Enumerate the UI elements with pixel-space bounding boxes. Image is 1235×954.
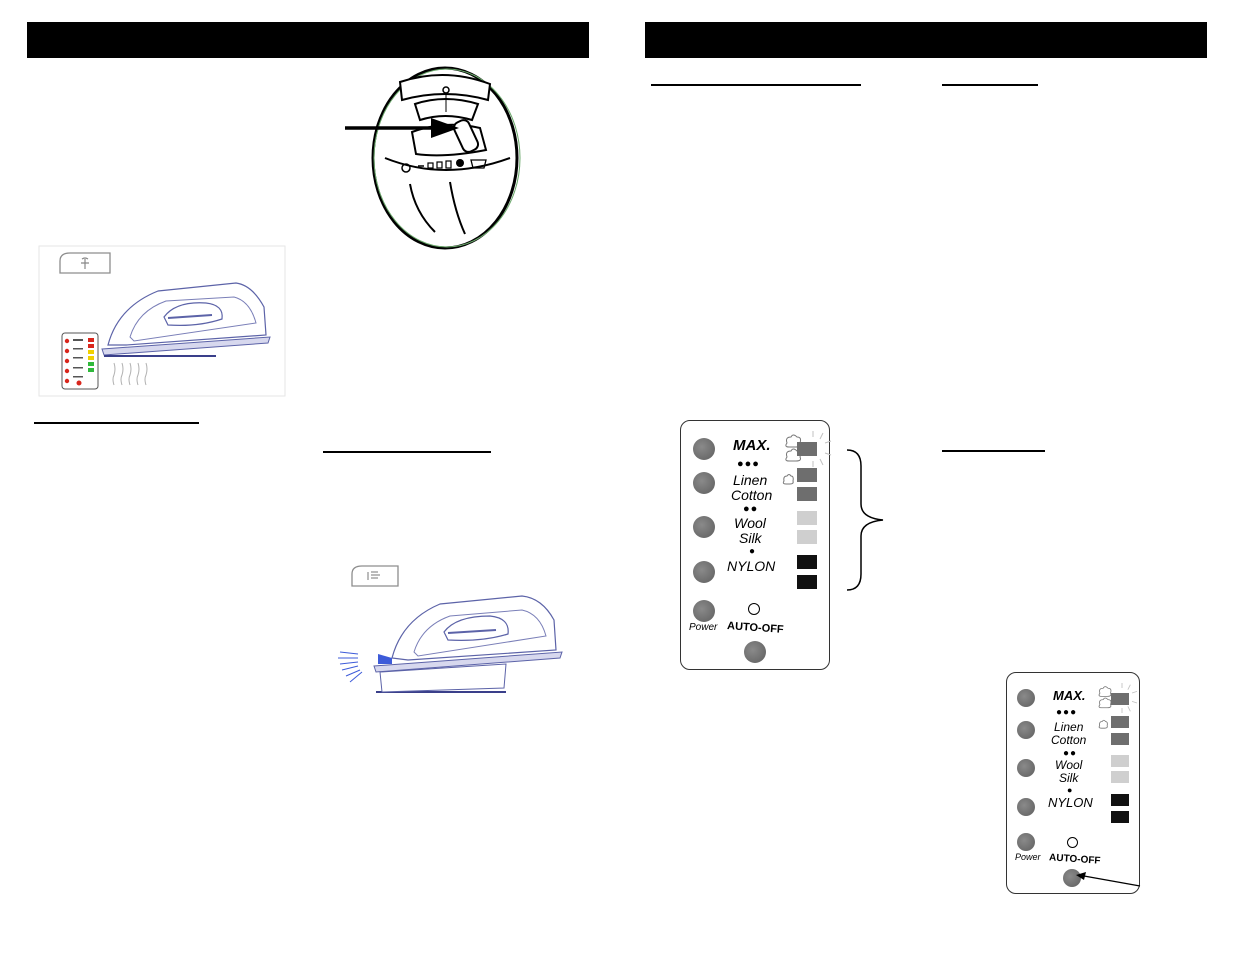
auto-off-label: AUTO-OFF xyxy=(1048,852,1101,867)
nylon-dot: ● xyxy=(749,546,756,557)
section-rule xyxy=(34,422,199,424)
section-rule xyxy=(651,84,861,86)
temperature-button-linen-cotton[interactable] xyxy=(1017,721,1035,739)
indicator-nylon-2 xyxy=(797,575,817,589)
steam-cloud-icon xyxy=(785,434,802,462)
steam-cloud-icon xyxy=(1098,719,1108,729)
temperature-control-panel-large: MAX. ●●● Linen Cotton ●● Wool Silk ● NYL… xyxy=(680,420,832,670)
indicator-wool xyxy=(797,511,817,525)
indicator-linen xyxy=(1111,716,1129,728)
auto-off-button[interactable] xyxy=(744,641,766,663)
auto-off-pointer-arrow xyxy=(1076,872,1141,887)
temperature-button-nylon[interactable] xyxy=(693,561,715,583)
wool-label: Wool xyxy=(734,515,766,531)
section-rule xyxy=(942,84,1038,86)
indicator-silk xyxy=(797,530,817,544)
linen-dots: ●●● xyxy=(1056,707,1078,718)
nylon-label: NYLON xyxy=(727,558,776,574)
power-button[interactable] xyxy=(693,600,715,622)
temperature-button-linen-cotton[interactable] xyxy=(693,472,715,494)
indicator-glow-rays xyxy=(1121,683,1138,713)
indicator-cotton xyxy=(797,487,817,501)
spray-mist-icon xyxy=(367,571,380,580)
indicator-glow-rays xyxy=(812,431,832,467)
indicator-bracket xyxy=(846,449,884,591)
max-label: MAX. xyxy=(1053,688,1086,703)
indicator-wool xyxy=(1111,755,1129,767)
linen-label: Linen xyxy=(733,472,768,488)
auto-off-led xyxy=(1067,837,1078,848)
section-rule xyxy=(323,451,491,453)
wool-dots: ●● xyxy=(743,503,759,515)
nylon-label: NYLON xyxy=(1048,795,1093,810)
auto-off-button[interactable] xyxy=(1063,869,1081,887)
temperature-button-max[interactable] xyxy=(1017,689,1035,707)
temperature-button-nylon[interactable] xyxy=(1017,798,1035,816)
steam-cloud-icon xyxy=(782,474,794,485)
section-rule xyxy=(942,450,1045,452)
right-header-bar xyxy=(645,22,1207,58)
cotton-label: Cotton xyxy=(731,487,773,503)
temperature-button-wool-silk[interactable] xyxy=(693,516,715,538)
auto-off-led xyxy=(748,603,760,615)
linen-dots: ●●● xyxy=(737,458,760,470)
wool-label: Wool xyxy=(1055,758,1083,772)
nylon-dot: ● xyxy=(1067,785,1073,795)
linen-label: Linen xyxy=(1054,720,1084,734)
temperature-control-panel-small: MAX. ●●● Linen Cotton ●● Wool Silk ● NYL… xyxy=(1006,672,1140,894)
pointer-arrow xyxy=(345,118,459,138)
temperature-button-wool-silk[interactable] xyxy=(1017,759,1035,777)
steam-cloud-icon xyxy=(1098,686,1112,709)
steam-dial-closeup-illustration xyxy=(371,66,521,250)
power-label: Power xyxy=(689,622,718,633)
cotton-label: Cotton xyxy=(1051,733,1087,747)
silk-label: Silk xyxy=(1059,771,1079,785)
indicator-cotton xyxy=(1111,733,1129,745)
silk-label: Silk xyxy=(739,530,762,546)
iron-spray-illustration xyxy=(338,565,563,693)
indicator-linen xyxy=(797,468,817,482)
iron-burst-steam-illustration xyxy=(38,245,286,397)
indicator-silk xyxy=(1111,771,1129,783)
power-button[interactable] xyxy=(1017,833,1035,851)
indicator-nylon-1 xyxy=(1111,794,1129,806)
indicator-nylon-1 xyxy=(797,555,817,569)
power-label: Power xyxy=(1015,852,1041,862)
indicator-max xyxy=(797,442,817,456)
max-label: MAX. xyxy=(733,437,771,454)
left-header-bar xyxy=(27,22,589,58)
auto-off-label: AUTO-OFF xyxy=(726,620,785,636)
steam-burst-icon xyxy=(81,257,89,269)
indicator-max xyxy=(1111,693,1129,705)
wool-dots: ●● xyxy=(1063,748,1078,759)
temperature-button-max[interactable] xyxy=(693,438,715,460)
indicator-nylon-2 xyxy=(1111,811,1129,823)
spray-button xyxy=(351,565,399,587)
